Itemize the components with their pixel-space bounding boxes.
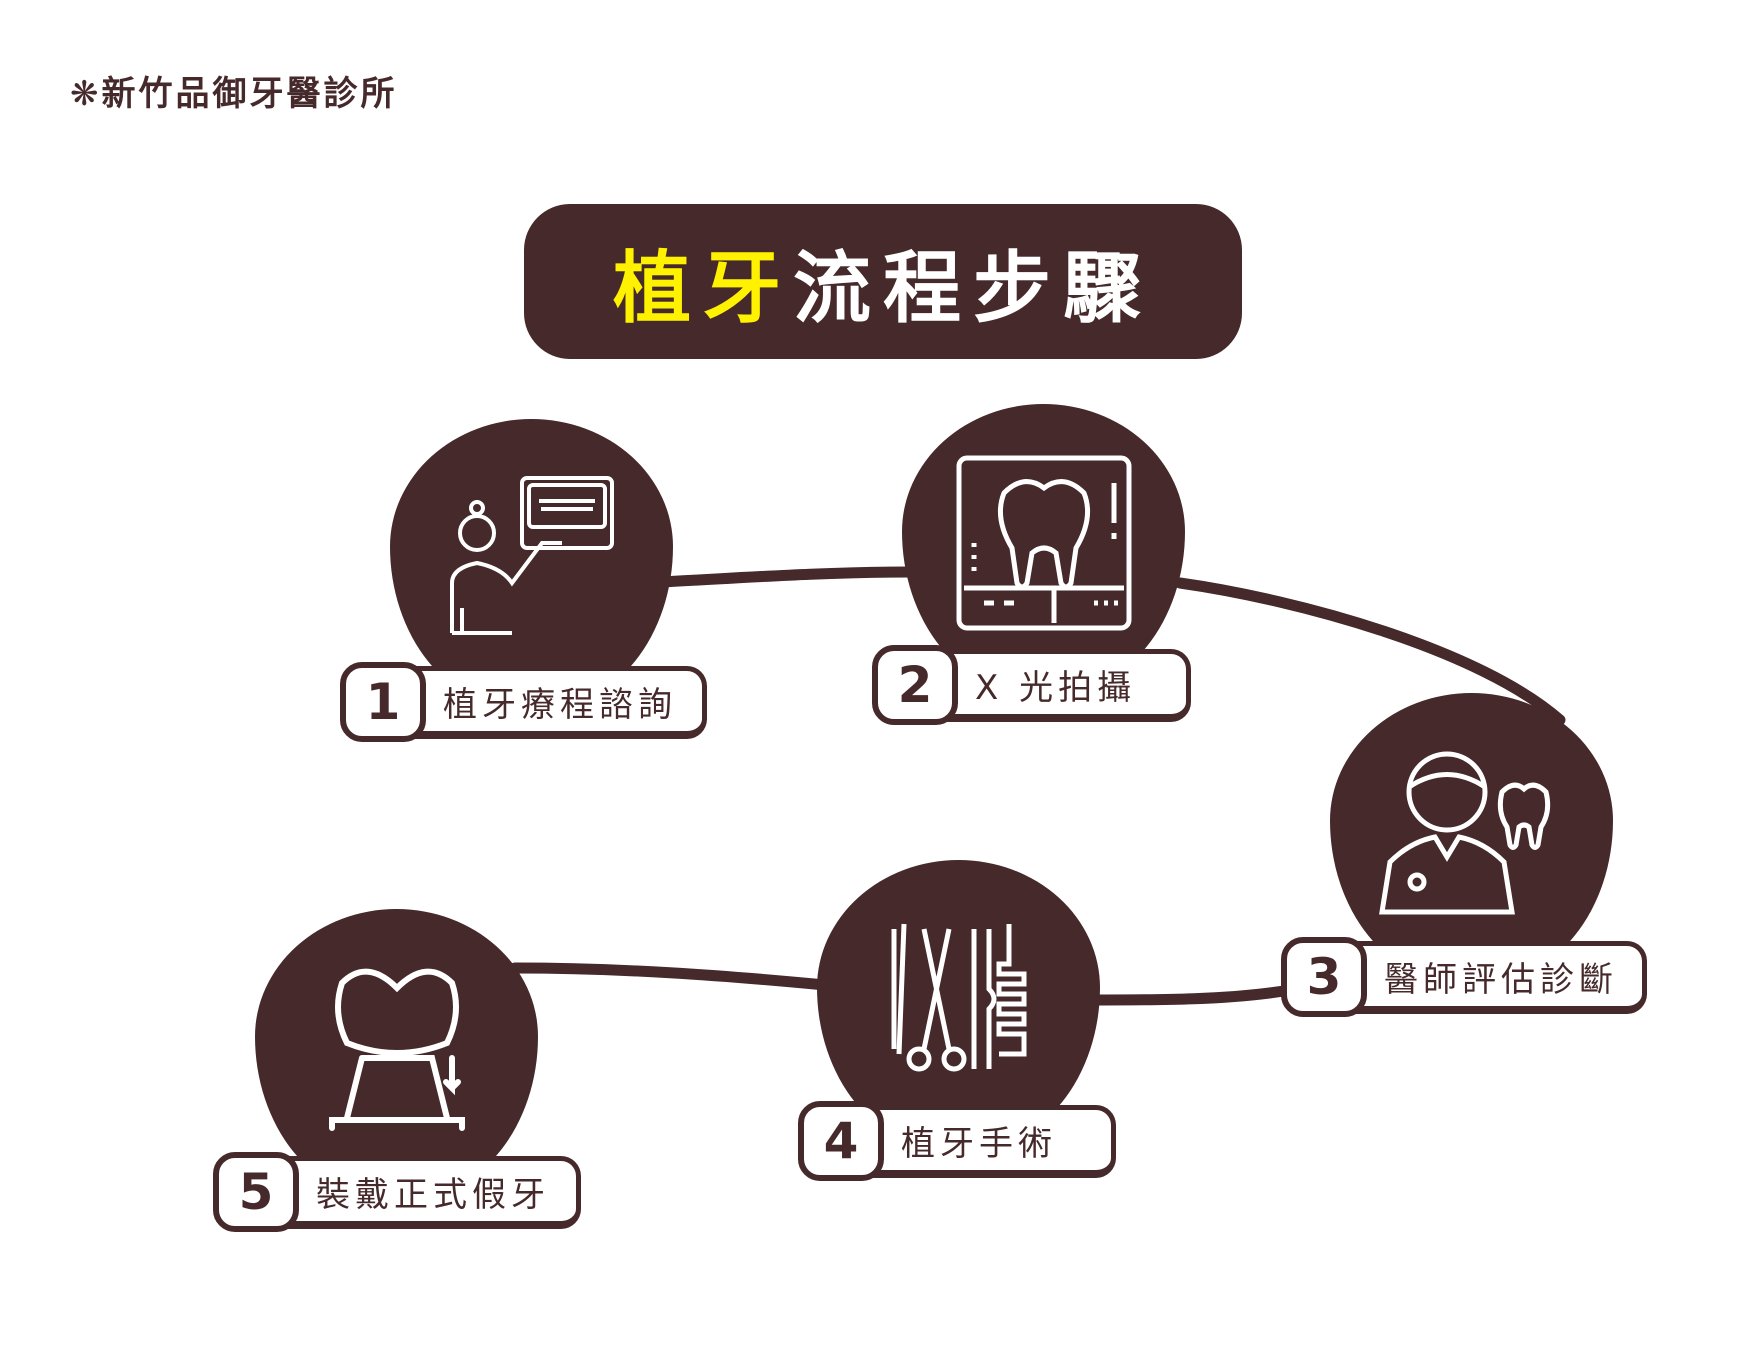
title-highlight: 植牙 bbox=[612, 243, 793, 334]
step-1-text: 植牙療程諮詢 bbox=[380, 666, 707, 739]
tooth-xray-monitor-icon bbox=[956, 455, 1131, 631]
step-3-text: 醫師評估診斷 bbox=[1321, 941, 1647, 1014]
clinic-logo: ❋新竹品御牙醫診所 bbox=[70, 66, 398, 115]
step-5-number: 5 bbox=[213, 1152, 299, 1232]
step-1-circle bbox=[390, 419, 673, 709]
crown-on-implant-icon bbox=[328, 968, 465, 1132]
connector-1-2 bbox=[654, 566, 916, 588]
step-3-label: 醫師評估診斷 3 bbox=[1281, 937, 1647, 1017]
step-4-label: 植牙手術 4 bbox=[798, 1101, 1116, 1181]
step-4-text: 植牙手術 bbox=[838, 1105, 1116, 1178]
step-5-label: 裝戴正式假牙 5 bbox=[213, 1152, 581, 1232]
connector-2-3 bbox=[1174, 577, 1566, 726]
doctor-with-tooth-icon bbox=[1378, 751, 1550, 915]
connector-4-5 bbox=[509, 962, 831, 991]
step-5-text: 裝戴正式假牙 bbox=[253, 1156, 581, 1229]
step-3-number: 3 bbox=[1281, 937, 1367, 1017]
surgical-tools-icon bbox=[891, 924, 1026, 1072]
logo-mark-icon: ❋ bbox=[70, 74, 102, 114]
step-4-number: 4 bbox=[798, 1101, 884, 1181]
title-rest: 流程步驟 bbox=[793, 243, 1154, 334]
step-5-circle bbox=[255, 909, 538, 1199]
step-1-label: 植牙療程諮詢 1 bbox=[340, 662, 707, 742]
step-1-number: 1 bbox=[340, 662, 426, 742]
page-title: 植牙流程步驟 bbox=[524, 204, 1242, 359]
step-2-circle bbox=[902, 404, 1185, 694]
connector-3-4 bbox=[1084, 984, 1296, 1006]
step-3-circle bbox=[1330, 693, 1613, 983]
clinic-name: 新竹品御牙醫診所 bbox=[101, 74, 398, 114]
step-2-label: X 光拍攝 2 bbox=[872, 645, 1191, 725]
dentist-presenting-xray-icon bbox=[449, 476, 614, 636]
step-2-number: 2 bbox=[872, 645, 958, 725]
